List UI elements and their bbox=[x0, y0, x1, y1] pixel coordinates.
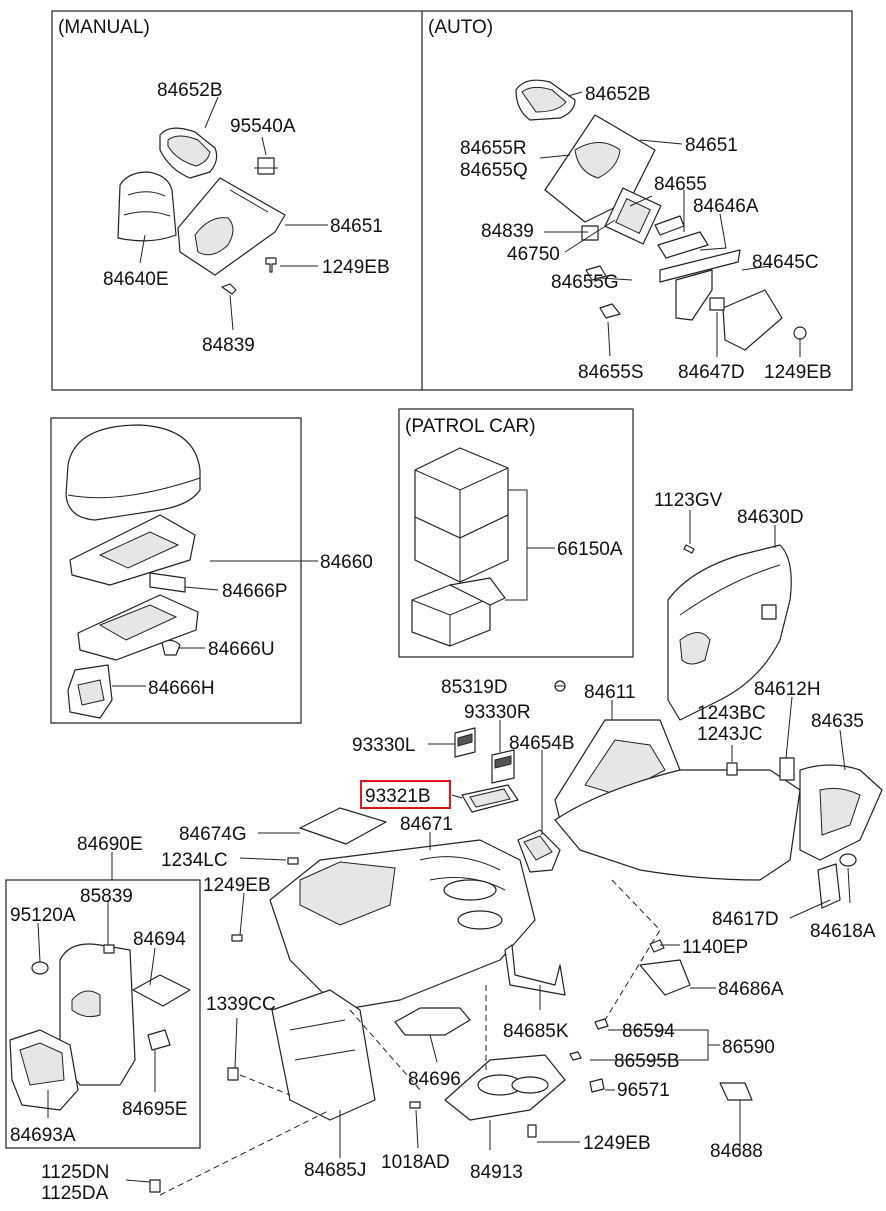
label-1249EB-bottom: 1249EB bbox=[583, 1133, 651, 1154]
label-85839: 85839 bbox=[80, 886, 133, 907]
label-1123GV: 1123GV bbox=[654, 490, 723, 511]
label-auto-84655S: 84655S bbox=[578, 362, 644, 383]
label-1125DN: 1125DN bbox=[41, 1162, 109, 1183]
label-84686A: 84686A bbox=[718, 979, 784, 1000]
label-84913: 84913 bbox=[470, 1162, 523, 1183]
label-86594: 86594 bbox=[622, 1021, 675, 1042]
label-1249EB-center: 1249EB bbox=[203, 875, 271, 896]
rear-cover-frame bbox=[5, 879, 201, 1149]
label-84611: 84611 bbox=[584, 682, 635, 703]
label-auto-84651: 84651 bbox=[685, 135, 738, 156]
label-auto-84655Q: 84655Q bbox=[460, 160, 528, 181]
label-1125DA: 1125DA bbox=[41, 1183, 109, 1204]
label-auto-84655G: 84655G bbox=[551, 272, 619, 293]
armrest-parts bbox=[65, 424, 318, 719]
label-auto-84655R: 84655R bbox=[460, 138, 527, 159]
label-84690E: 84690E bbox=[77, 834, 143, 855]
label-85319D: 85319D bbox=[441, 677, 508, 698]
label-84630D: 84630D bbox=[737, 507, 804, 528]
label-1018AD: 1018AD bbox=[381, 1152, 450, 1173]
label-84685J: 84685J bbox=[304, 1160, 366, 1181]
label-84612H: 84612H bbox=[754, 679, 821, 700]
patrol-car-parts bbox=[411, 447, 555, 647]
label-auto-84655: 84655 bbox=[654, 174, 707, 195]
label-manual-95540A: 95540A bbox=[230, 116, 296, 137]
label-84671: 84671 bbox=[400, 814, 453, 835]
section-header-manual: (MANUAL) bbox=[58, 17, 150, 38]
label-84654B: 84654B bbox=[509, 733, 575, 754]
label-manual-84652B: 84652B bbox=[157, 80, 223, 101]
label-84666U: 84666U bbox=[208, 639, 275, 660]
label-84660: 84660 bbox=[320, 552, 373, 573]
label-auto-46750: 46750 bbox=[507, 244, 560, 265]
label-84694: 84694 bbox=[133, 929, 186, 950]
label-84635: 84635 bbox=[811, 711, 864, 732]
label-auto-84647D: 84647D bbox=[678, 362, 745, 383]
armrest-frame bbox=[50, 417, 302, 724]
label-manual-84640E: 84640E bbox=[103, 269, 169, 290]
label-1339CC: 1339CC bbox=[206, 994, 276, 1015]
main-assembly bbox=[5, 510, 883, 1196]
label-84688: 84688 bbox=[710, 1141, 763, 1162]
patrol-car-frame bbox=[398, 408, 634, 658]
label-manual-1249EB: 1249EB bbox=[322, 257, 390, 278]
label-93330R: 93330R bbox=[464, 702, 531, 723]
label-86595B: 86595B bbox=[614, 1051, 680, 1072]
label-auto-84645C: 84645C bbox=[752, 252, 819, 273]
label-93330L: 93330L bbox=[352, 735, 415, 756]
label-86590: 86590 bbox=[722, 1037, 775, 1058]
label-84617D: 84617D bbox=[712, 909, 779, 930]
label-84695E: 84695E bbox=[122, 1099, 188, 1120]
manual-auto-frame bbox=[51, 10, 853, 391]
label-manual-84651: 84651 bbox=[330, 216, 383, 237]
label-84693A: 84693A bbox=[10, 1125, 76, 1146]
label-1243BC: 1243BC bbox=[697, 703, 766, 724]
label-1234LC: 1234LC bbox=[161, 850, 228, 871]
label-1140EP: 1140EP bbox=[682, 937, 748, 958]
label-manual-84839: 84839 bbox=[202, 335, 255, 356]
label-1243JC: 1243JC bbox=[697, 724, 763, 745]
label-96571: 96571 bbox=[617, 1080, 670, 1101]
label-auto-84839: 84839 bbox=[481, 221, 534, 242]
label-84618A: 84618A bbox=[810, 921, 876, 942]
label-84666H: 84666H bbox=[148, 678, 215, 699]
label-95120A: 95120A bbox=[10, 905, 76, 926]
label-auto-1249EB: 1249EB bbox=[764, 362, 832, 383]
label-93321B: 93321B bbox=[365, 786, 431, 807]
auto-parts bbox=[515, 79, 807, 357]
label-66150A: 66150A bbox=[557, 539, 623, 560]
section-header-auto: (AUTO) bbox=[428, 17, 493, 38]
label-auto-84652B: 84652B bbox=[585, 84, 651, 105]
label-84685K: 84685K bbox=[503, 1021, 569, 1042]
highlight-93321B bbox=[360, 780, 451, 809]
section-header-patrol-car: (PATROL CAR) bbox=[405, 416, 536, 437]
label-84674G: 84674G bbox=[179, 824, 247, 845]
label-auto-84646A: 84646A bbox=[693, 196, 759, 217]
label-84696: 84696 bbox=[408, 1069, 461, 1090]
label-84666P: 84666P bbox=[222, 581, 288, 602]
manual-parts bbox=[117, 96, 328, 331]
